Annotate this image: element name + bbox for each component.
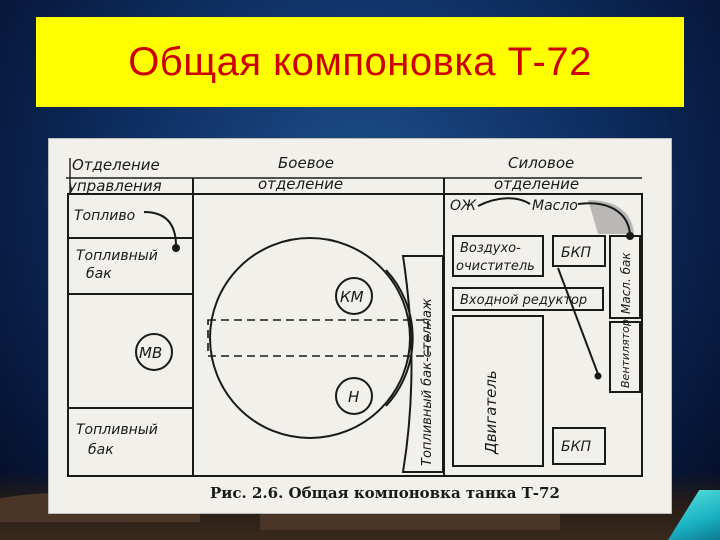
diagram-canvas: Отделение управления Боевое отделение Си… [66, 154, 643, 502]
km-circle [335, 277, 373, 315]
input-reducer-box [452, 287, 604, 311]
layout-diagram: Отделение управления Боевое отделение Си… [48, 138, 672, 514]
turret-ring [209, 237, 411, 439]
arrow-fuel [143, 211, 177, 247]
section-power-label-2: отделение [494, 175, 579, 193]
mv-circle [135, 333, 173, 371]
figure-caption: Рис. 2.6. Общая компоновка танка Т-72 [210, 484, 560, 502]
n-circle [335, 377, 373, 415]
title-banner: Общая компоновка Т-72 [36, 17, 684, 107]
section-control-label-2: управления [67, 177, 162, 195]
mv-compartment [67, 293, 194, 409]
arrow-head [172, 244, 180, 252]
n-label: Н [348, 388, 359, 406]
section-combat-label-2: отделение [258, 175, 343, 193]
air-cleaner-label-1: Воздухо- [460, 241, 521, 256]
fuel-rack-label: Топливный бак-стеллаж [420, 298, 435, 466]
ozh-label: ОЖ [450, 198, 477, 214]
ozh-arrow [477, 197, 531, 207]
bkp-bottom-box [552, 427, 606, 465]
fuel-tank-bottom-label-2: бак [88, 442, 114, 458]
slide-title: Общая компоновка Т-72 [128, 39, 592, 84]
oil-tank-box [609, 235, 641, 319]
bkp-top-label: БКП [561, 245, 592, 261]
engine-label: Двигатель [482, 370, 500, 455]
fuel-tank-top-label-1: Топливный [76, 248, 158, 264]
air-cleaner-label-2: очиститель [456, 259, 535, 274]
input-reducer-label: Входной редуктор [460, 293, 587, 308]
turret-arc [385, 269, 414, 407]
gun-outline [207, 319, 429, 357]
fuel-tank-bottom [67, 407, 194, 477]
fan-box [609, 321, 641, 393]
oil-shading [588, 200, 634, 234]
fuel-label: Топливо [74, 208, 135, 224]
fuel-rack-outline [401, 255, 444, 473]
fan-label: Вентилятор [619, 319, 632, 388]
fuel-tank-bottom-label-1: Топливный [76, 422, 158, 438]
fuel-tank-top-label-2: бак [86, 266, 112, 282]
air-cleaner-box [452, 235, 544, 277]
drive-joint [594, 372, 602, 380]
mv-label: МВ [139, 344, 162, 362]
oil-label: Масло [532, 198, 578, 214]
bkp-top-box [552, 235, 606, 267]
km-label: КМ [340, 288, 364, 306]
section-control-label-1: Отделение [72, 156, 160, 174]
section-power-label-1: Силовое [508, 154, 574, 172]
oil-tank-label: Масл. бак [619, 252, 633, 314]
oil-arrow [577, 202, 631, 235]
section-combat-label-1: Боевое [278, 154, 334, 172]
engine-box [452, 315, 544, 467]
bkp-bottom-label: БКП [561, 439, 592, 455]
drive-line [557, 267, 599, 375]
